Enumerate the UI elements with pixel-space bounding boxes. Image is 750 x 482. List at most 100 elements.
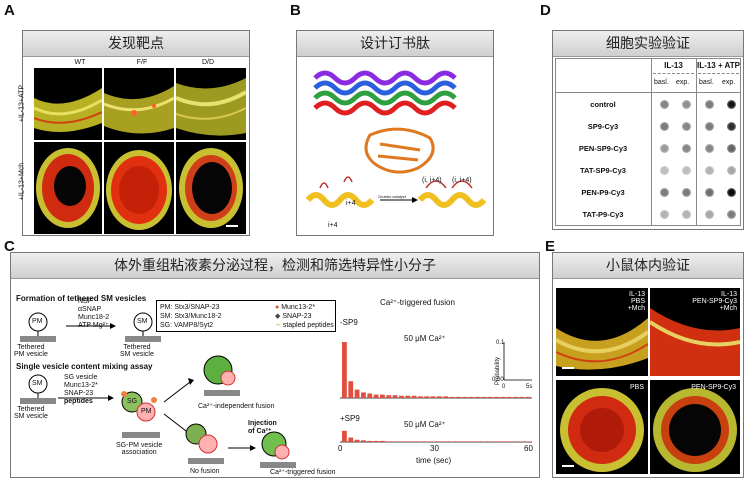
e-label-tl: IL-13 PBS +Mch: [627, 291, 645, 312]
panel-c-title: 体外重组粘液素分泌过程，检测和筛选特异性小分子: [11, 253, 539, 279]
label-pair-2: (i, i+4): [452, 177, 472, 184]
panel-e-letter: E: [545, 238, 556, 255]
histogram-bar: [405, 441, 411, 442]
e-label-br: PEN-SP9-Cy3: [691, 384, 736, 391]
reagents-mixing: SG vesicle Munc13-2* SNAP-23 peptides: [64, 374, 98, 406]
histogram-bar: [399, 395, 404, 398]
dashed-divider-2: [698, 73, 739, 74]
histogram-bar: [437, 396, 442, 398]
x-tick-0: 0: [338, 444, 343, 453]
histogram-bar: [361, 440, 366, 442]
histogram-bar: [494, 441, 499, 442]
histogram-bar: [386, 395, 392, 398]
label-i4-left: i+4: [328, 222, 338, 229]
panel-d-title: 细胞实验验证: [553, 31, 743, 57]
reagent-sg-vesicle: SG vesicle: [64, 374, 98, 381]
histogram-bar: [468, 441, 474, 442]
micrograph-dd-atp: [176, 68, 246, 140]
micrograph-wt-mch: [34, 142, 102, 234]
reagent-snap23: SNAP-23: [64, 390, 94, 397]
subcol-exp-1: exp.: [676, 79, 690, 86]
micrograph-ff-atp: [104, 68, 174, 140]
histogram-bar: [405, 395, 411, 398]
reagents-formation: NSF αSNAP Munc18-2 ATP Mg²⁺: [78, 298, 109, 330]
stapled-peptide-icon: ∼: [275, 322, 281, 329]
cond-label-minus: -SP9: [340, 318, 358, 327]
intensity-dot: [705, 188, 714, 197]
intensity-dot: [660, 122, 669, 131]
histogram-bar: [525, 441, 531, 442]
histogram-bar: [342, 342, 347, 398]
histogram-bar: [342, 430, 347, 442]
snap23-dot-icon: ◆: [275, 313, 281, 320]
intensity-dot: [660, 188, 669, 197]
histogram-bar: [367, 393, 373, 398]
subcol-basl-1: basl.: [654, 79, 669, 86]
histogram-bar: [500, 441, 506, 442]
panel-c-letter: C: [4, 238, 15, 255]
table-divider-v2: [696, 58, 697, 226]
inset-x0: 0: [502, 384, 506, 390]
col-label-wt: WT: [74, 59, 86, 66]
legend-sm: SM: Stx3/Munc18-2: [160, 313, 222, 320]
histogram-bar: [487, 441, 493, 442]
no-fusion-caption: No fusion: [190, 468, 220, 475]
histogram-bar: [462, 396, 468, 398]
intensity-dot: [682, 100, 691, 109]
histogram-bar: [380, 394, 385, 398]
histogram-bar: [373, 440, 379, 442]
histogram-bar: [443, 396, 449, 398]
histogram-bar: [519, 396, 525, 398]
legend-snap23: ◆ SNAP-23: [275, 312, 334, 321]
reagent-asnap: αSNAP: [78, 306, 102, 313]
histogram-bar: [513, 396, 518, 398]
intensity-dot: [660, 100, 669, 109]
intensity-dot: [727, 166, 736, 175]
micrograph-e-sp9: PEN-SP9-Cy3: [650, 380, 740, 474]
ca-triggered-caption: Ca²⁺-triggered fusion: [270, 469, 336, 476]
histogram-bar: [462, 441, 468, 442]
panel-b-title: 设计订书肽: [297, 31, 493, 57]
histogram-bar: [449, 396, 455, 398]
e-label-tr: IL-13 PEN-SP9-Cy3 +Mch: [692, 291, 737, 312]
micrograph-e-pbs: PBS: [556, 380, 648, 474]
panel-d-letter: D: [540, 2, 551, 19]
cond-label-plus: +SP9: [340, 414, 360, 423]
intensity-dot: [705, 210, 714, 219]
histogram-bar: [430, 441, 436, 442]
histogram-bar: [468, 396, 474, 398]
histogram-bar: [411, 395, 417, 398]
histogram-bar: [500, 396, 506, 398]
reagent-atp: ATP Mg²⁺: [78, 322, 109, 329]
intensity-dot: [682, 188, 691, 197]
intensity-dot: [705, 100, 714, 109]
row-control: control: [590, 100, 616, 109]
intensity-dot: [727, 100, 736, 109]
row-tat-sp9-cy3: TAT-SP9-Cy3: [580, 166, 626, 175]
table-divider-v1: [651, 58, 652, 226]
intensity-dot: [660, 166, 669, 175]
intensity-dot: [660, 144, 669, 153]
histogram-bar: [392, 395, 398, 398]
histogram-bar: [481, 441, 487, 442]
histogram-bar: [519, 441, 525, 442]
histogram-bar: [475, 396, 480, 398]
tethered-pm-caption: Tethered PM vesicle: [14, 344, 48, 358]
tethered-sm-caption-2: Tethered SM vesicle: [14, 406, 48, 420]
legend-sg: SG: VAMP8/Syt2: [160, 322, 214, 329]
histogram-bar: [418, 441, 423, 442]
histogram-bar: [437, 441, 442, 442]
x-tick-30: 30: [430, 444, 439, 453]
intensity-dot: [727, 210, 736, 219]
panel-b-letter: B: [290, 2, 301, 19]
legend-snap23-label: SNAP-23: [282, 313, 312, 320]
x-tick-60: 60: [524, 444, 533, 453]
sg-label: SG: [127, 398, 138, 405]
table-divider-h: [555, 92, 741, 93]
legend-stapled-label: stapled peptides: [282, 322, 334, 329]
histogram-bar: [506, 396, 512, 398]
intensity-dot: [705, 166, 714, 175]
intensity-dot: [727, 188, 736, 197]
x-axis-label: time (sec): [416, 456, 452, 465]
sm-label-2: SM: [32, 380, 43, 387]
